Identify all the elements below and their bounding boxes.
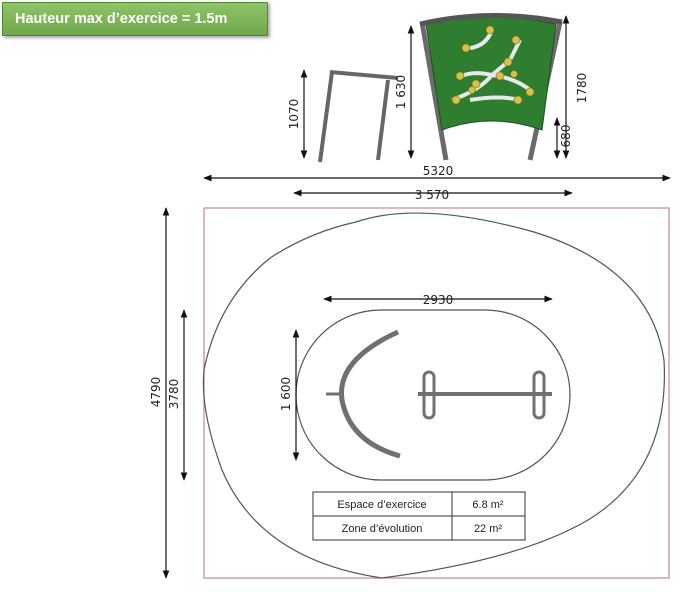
badge-text: Hauteur max d’exercice = 1.5m bbox=[15, 11, 228, 27]
dim-equipment-depth: 1 600 bbox=[279, 377, 293, 411]
dim-panel-bottom: 680 bbox=[559, 125, 573, 148]
dim-equipment-length: 2930 bbox=[423, 293, 454, 307]
bar-station-elevation bbox=[318, 70, 399, 163]
evolution-zone-outline bbox=[202, 212, 666, 579]
dim-panel-height: 1 630 bbox=[394, 75, 408, 109]
dim-total-height: 1780 bbox=[575, 73, 589, 104]
dim-equipment-width: 3 570 bbox=[415, 188, 449, 202]
dim-zone-depth: 3780 bbox=[167, 379, 181, 410]
climbing-panel-elevation bbox=[419, 12, 563, 161]
table-row-label: Zone d’évolution bbox=[342, 523, 423, 535]
table-row-value: 6.8 m² bbox=[472, 499, 504, 511]
table-row-label: Espace d’exercice bbox=[337, 499, 426, 511]
max-height-badge: Hauteur max d’exercice = 1.5m bbox=[2, 2, 268, 36]
area-table: Espace d’exercice 6.8 m² Zone d’évolutio… bbox=[312, 491, 526, 541]
equipment-plan bbox=[326, 329, 552, 459]
dim-overall-width: 5320 bbox=[423, 164, 454, 178]
dim-bar-height: 1070 bbox=[287, 99, 301, 130]
table-row-value: 22 m² bbox=[474, 523, 502, 535]
dim-total-depth: 4790 bbox=[149, 377, 163, 408]
